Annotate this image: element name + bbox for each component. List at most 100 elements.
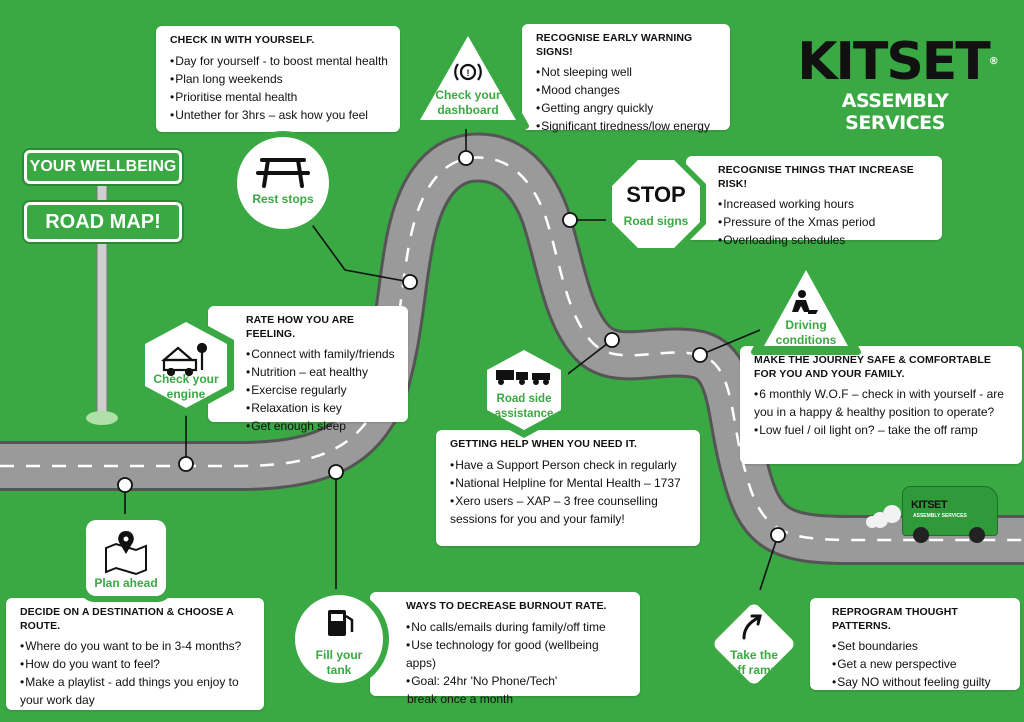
list-item: Make a playlist - add things you enjoy t… [20,673,252,709]
card-reprogram: REPROGRAM THOUGHT PATTERNS. Set boundari… [810,598,1020,690]
list-item: National Helpline for Mental Health – 17… [450,474,688,492]
exit-arrow-icon [742,614,762,640]
list-item: Prioritise mental health [170,88,388,106]
sign-label-line1: Driving [785,318,827,332]
sign-label-line2: tank [326,663,352,677]
list-item: Nutrition – eat healthy [246,363,396,381]
kitset-logo: KITSET® [792,34,1002,90]
card-burnout: WAYS TO DECREASE BURNOUT RATE. No calls/… [370,592,640,706]
list-item: Use technology for good (wellbeing apps) [406,636,628,672]
sign-fill-tank: Fill your tank [286,586,392,692]
sign-label-line2: assistance [494,408,554,420]
list-item: Not sleeping well [536,63,718,81]
sign-take-off-ramp: Take the off ramp [692,582,816,706]
sign-label: Fill your tank [286,648,392,678]
sign-label: Road side assistance [476,392,572,422]
map-pin-icon [105,530,147,576]
logo-subtitle: ASSEMBLY SERVICES [841,90,949,134]
list-item: Untether for 3hrs – ask how you feel [170,106,388,124]
list-item: 6 monthly W.O.F – check in with yourself… [754,385,1010,421]
van-illustration: KITSET ASSEMBLY SERVICES [902,486,998,543]
warning-light-icon [454,63,482,81]
list-item: Exercise regularly [246,381,396,399]
list-item: Getting angry quickly [536,99,718,117]
list-item: Day for yourself - to boost mental healt… [170,52,388,70]
sign-label-line2: off ramp [730,663,778,677]
bench-icon [256,158,310,188]
title-line1: YOUR WELLBEING [29,158,177,175]
sign-roadside-assistance: Road side assistance [476,340,572,440]
van-wheel-front [969,527,985,543]
card-title: REPROGRAM THOUGHT PATTERNS. [832,606,958,632]
list-item-continued: break once a month [407,691,514,706]
list-item: Set boundaries [832,637,1008,655]
signpost-base [86,411,118,425]
sign-label: Plan ahead [94,576,158,590]
stop-text: STOP [626,182,686,207]
card-title: GETTING HELP WHEN YOU NEED IT. [450,438,637,450]
sign-label-line1: Take the [730,648,778,662]
sign-label-line1: Fill your [315,648,363,662]
list-item: Pressure of the Xmas period [718,213,930,231]
logo-name: KITSET [797,32,991,92]
list-item: Goal: 24hr 'No Phone/Tech' [406,672,628,690]
list-item: Connect with family/friends [246,345,396,363]
card-title: CHECK IN WITH YOURSELF. [170,34,315,46]
sign-label: Check your engine [134,372,238,402]
list-item: Overloading schedules [718,231,930,249]
sign-rest-stops: Rest stops [228,128,338,238]
card-risk: RECOGNISE THINGS THAT INCREASE RISK! Inc… [686,156,942,247]
sign-label-line1: Check your [153,372,219,386]
card-title: DECIDE ON A DESTINATION & CHOOSE A ROUTE… [20,606,234,632]
sign-label-line2: engine [166,387,206,401]
card-help: GETTING HELP WHEN YOU NEED IT. Have a Su… [436,430,700,546]
card-check-in: CHECK IN WITH YOURSELF. Day for yourself… [156,26,400,132]
roadworks-icon [792,290,818,314]
card-warning-signs: RECOGNISE EARLY WARNING SIGNS! Not sleep… [522,24,730,133]
sign-check-dashboard: ! Check your dashboard [406,20,530,132]
title-sign-roadmap: ROAD MAP! [24,202,182,242]
list-item: Increased working hours [718,195,930,213]
card-title: RECOGNISE THINGS THAT INCREASE RISK! [718,164,914,190]
sign-driving-conditions: Driving conditions [750,254,862,358]
card-destination: DECIDE ON A DESTINATION & CHOOSE A ROUTE… [6,598,264,710]
title-sign-wellbeing: YOUR WELLBEING [24,150,182,184]
list-item: Say NO without feeling guilty [832,673,1008,691]
sign-label-line2: dashboard [437,103,499,117]
sign-plan-ahead: Plan ahead [78,512,174,604]
waypoint-dots [117,150,786,543]
title-line2: ROAD MAP! [45,211,161,233]
van-wheel-back [913,527,929,543]
sign-check-engine: Check your engine [134,312,238,418]
tow-truck-icon [496,370,550,385]
logo-registered: ® [988,56,999,67]
sign-label-line1: Check your [435,88,501,102]
list-item: Low fuel / oil light on? – take the off … [754,421,1010,439]
sign-label: Take the off ramp [692,648,816,678]
sign-label-line2: conditions [775,333,837,347]
list-item: Get a new perspective [832,655,1008,673]
list-item: Relaxation is key [246,399,396,417]
exhaust-cloud [866,505,901,528]
card-title: WAYS TO DECREASE BURNOUT RATE. [406,600,607,612]
card-title: RECOGNISE EARLY WARNING SIGNS! [536,32,693,58]
sign-label: Rest stops [252,192,314,206]
list-item: Have a Support Person check in regularly [450,456,688,474]
list-item: Xero users – XAP – 3 free counselling se… [450,492,688,528]
card-title-line1: MAKE THE JOURNEY SAFE & COMFORTABLE [754,354,992,366]
svg-text:!: ! [467,68,470,78]
list-item: Plan long weekends [170,70,388,88]
sign-label: Check your dashboard [406,88,530,118]
fuel-pump-icon [328,610,354,636]
mechanic-icon [161,342,208,377]
sign-label-line1: Road side [496,393,552,405]
van-name: KITSET [911,499,948,511]
list-item: How do you want to feel? [20,655,252,673]
sign-label: Driving conditions [750,318,862,348]
list-item: No calls/emails during family/off time [406,618,628,636]
list-item: Significant tiredness/low energy [536,117,718,135]
card-title-line2: FOR YOU AND YOUR FAMILY. [754,367,905,380]
